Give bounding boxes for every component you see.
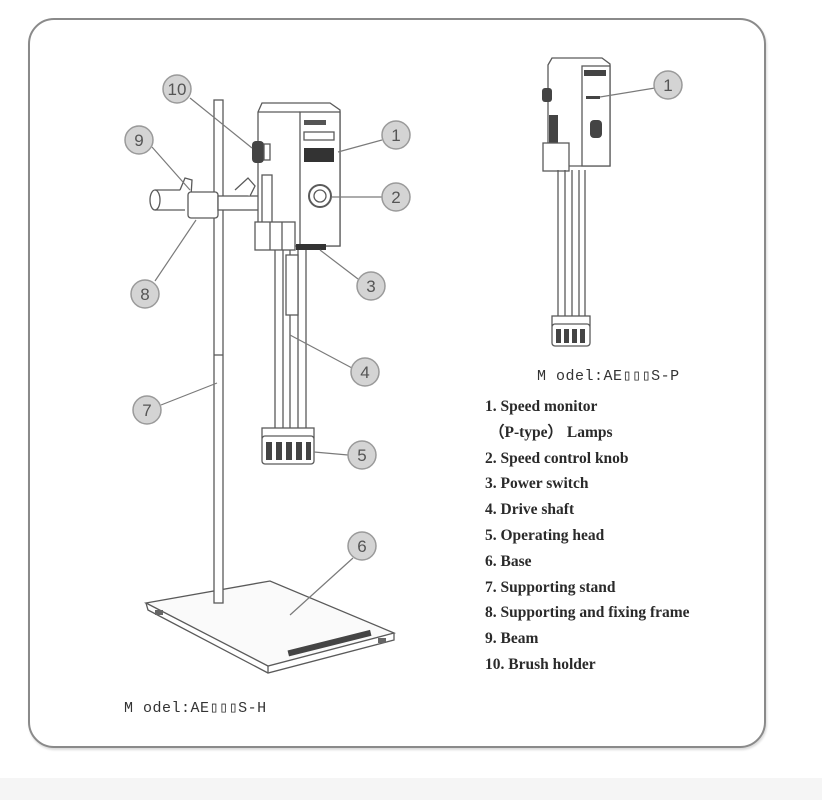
callout-2: 2 xyxy=(381,182,411,212)
callout-9: 9 xyxy=(124,125,154,155)
leader-lines xyxy=(151,87,656,616)
callout-5: 5 xyxy=(347,440,377,470)
legend-item: 7. Supporting stand xyxy=(485,578,616,596)
svg-text:3: 3 xyxy=(366,277,375,296)
model-label-p: M odel:AE▯▯▯S-P xyxy=(537,368,680,385)
callout-1: 1 xyxy=(381,120,411,150)
svg-text:4: 4 xyxy=(360,363,369,382)
model-label-h: M odel:AE▯▯▯S-H xyxy=(124,700,267,717)
beam-clamp xyxy=(149,177,264,219)
supporting-stand xyxy=(213,99,224,604)
legend-item: 1. Speed monitor xyxy=(485,398,598,415)
legend-item: 3. Power switch xyxy=(485,475,589,493)
svg-text:1: 1 xyxy=(663,76,672,95)
legend-item: 6. Base xyxy=(485,552,532,570)
callout-6: 6 xyxy=(347,531,377,561)
bottom-band xyxy=(0,778,822,800)
drive-shaft xyxy=(274,250,307,428)
callout-4: 4 xyxy=(350,357,380,387)
legend-item: 4. Drive shaft xyxy=(485,501,575,519)
callout-1-right: 1 xyxy=(653,70,683,100)
legend-item: （P-type） Lamps xyxy=(489,423,613,441)
callout-3: 3 xyxy=(356,271,386,301)
svg-text:5: 5 xyxy=(357,446,366,465)
legend-item: 2. Speed control knob xyxy=(485,449,629,467)
svg-text:10: 10 xyxy=(168,80,187,99)
callout-10: 10 xyxy=(162,74,192,104)
legend-item: 10. Brush holder xyxy=(485,655,596,673)
motor-head xyxy=(252,102,341,251)
svg-text:8: 8 xyxy=(140,285,149,304)
legend-item: 9. Beam xyxy=(485,630,539,648)
legend-item: 5. Operating head xyxy=(485,526,605,544)
callout-7: 7 xyxy=(132,395,162,425)
svg-text:2: 2 xyxy=(391,188,400,207)
svg-text:1: 1 xyxy=(391,126,400,145)
svg-text:9: 9 xyxy=(134,131,143,150)
svg-text:7: 7 xyxy=(142,401,151,420)
right-device xyxy=(542,57,611,347)
svg-text:6: 6 xyxy=(357,537,366,556)
operating-head xyxy=(261,427,315,465)
callout-8: 8 xyxy=(130,279,160,309)
base-plate xyxy=(143,580,397,674)
legend-item: 8. Supporting and fixing frame xyxy=(485,604,690,622)
parts-legend: 1. Speed monitor （P-type） Lamps 2. Speed… xyxy=(485,394,755,678)
